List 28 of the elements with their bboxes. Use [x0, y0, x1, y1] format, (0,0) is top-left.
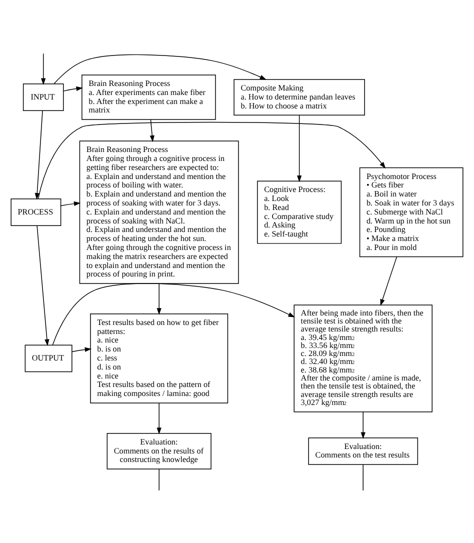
- arrow: [36, 224, 50, 346]
- arrow: [60, 200, 81, 206]
- arrow: [54, 54, 266, 84]
- node-box: Evaluation: Comments on the results of constructing knowledge: [106, 432, 212, 469]
- arrow: [52, 282, 295, 345]
- arrow: [156, 282, 162, 314]
- arrow: [72, 346, 92, 352]
- node-box: PROCESS: [10, 198, 62, 226]
- node-box: Brain Reasoning Process a. After experiments can make fiber b. After the experiment can make a matrix: [82, 74, 216, 120]
- node-box: OUTPUT: [24, 344, 72, 372]
- arrow: [63, 86, 83, 91]
- arrow: [41, 52, 46, 84]
- node-box: INPUT: [22, 83, 64, 110]
- node-box: Test results based on how to get fiber patterns: a. nice b. is on c. less d. is on e. nice Test results based on the pattern of making composites / lamina: good: [90, 313, 228, 403]
- arrow: [34, 110, 43, 200]
- arrow: [380, 256, 398, 306]
- connector: [362, 464, 364, 490]
- node-box: Cognitive Process: a. Look b. Read c. Comparative study d. Asking e. Self-taught: [257, 180, 342, 244]
- connector: [158, 468, 160, 490]
- node-box: Psychomotor Process • Gets fiber a. Boil in water b. Soak in water for 3 days c. Submerge with NaCl d. Warm up in the hot sun e. Pounding • Make a matrix a. Pour in mold: [359, 166, 464, 257]
- arrow: [150, 118, 154, 142]
- node-box: Brain Reasoning Process After going through a cognitive process in getting fiber researchers are expected to: a. Explain and understand and mention the process of boiling with water. b. Explain and understand and mention the process of soaking with water for 3 days. c. Explain and understand and mention the process of soaking with NaCl. d. Explain and understand and mention the process of heating under the hot sun. After going through the cognitive process in making the matrix researchers are expected to explain and understand and mention the process of pouring in print.: [79, 140, 239, 284]
- arrow: [156, 402, 162, 434]
- arrow: [38, 121, 386, 199]
- arrow: [296, 114, 302, 182]
- arrow: [360, 411, 366, 438]
- node-box: Evaluation: Comments on the test results: [308, 436, 418, 464]
- node-box: Composite Making a. How to determine pandan leaves b. How to choose a matrix: [234, 78, 365, 115]
